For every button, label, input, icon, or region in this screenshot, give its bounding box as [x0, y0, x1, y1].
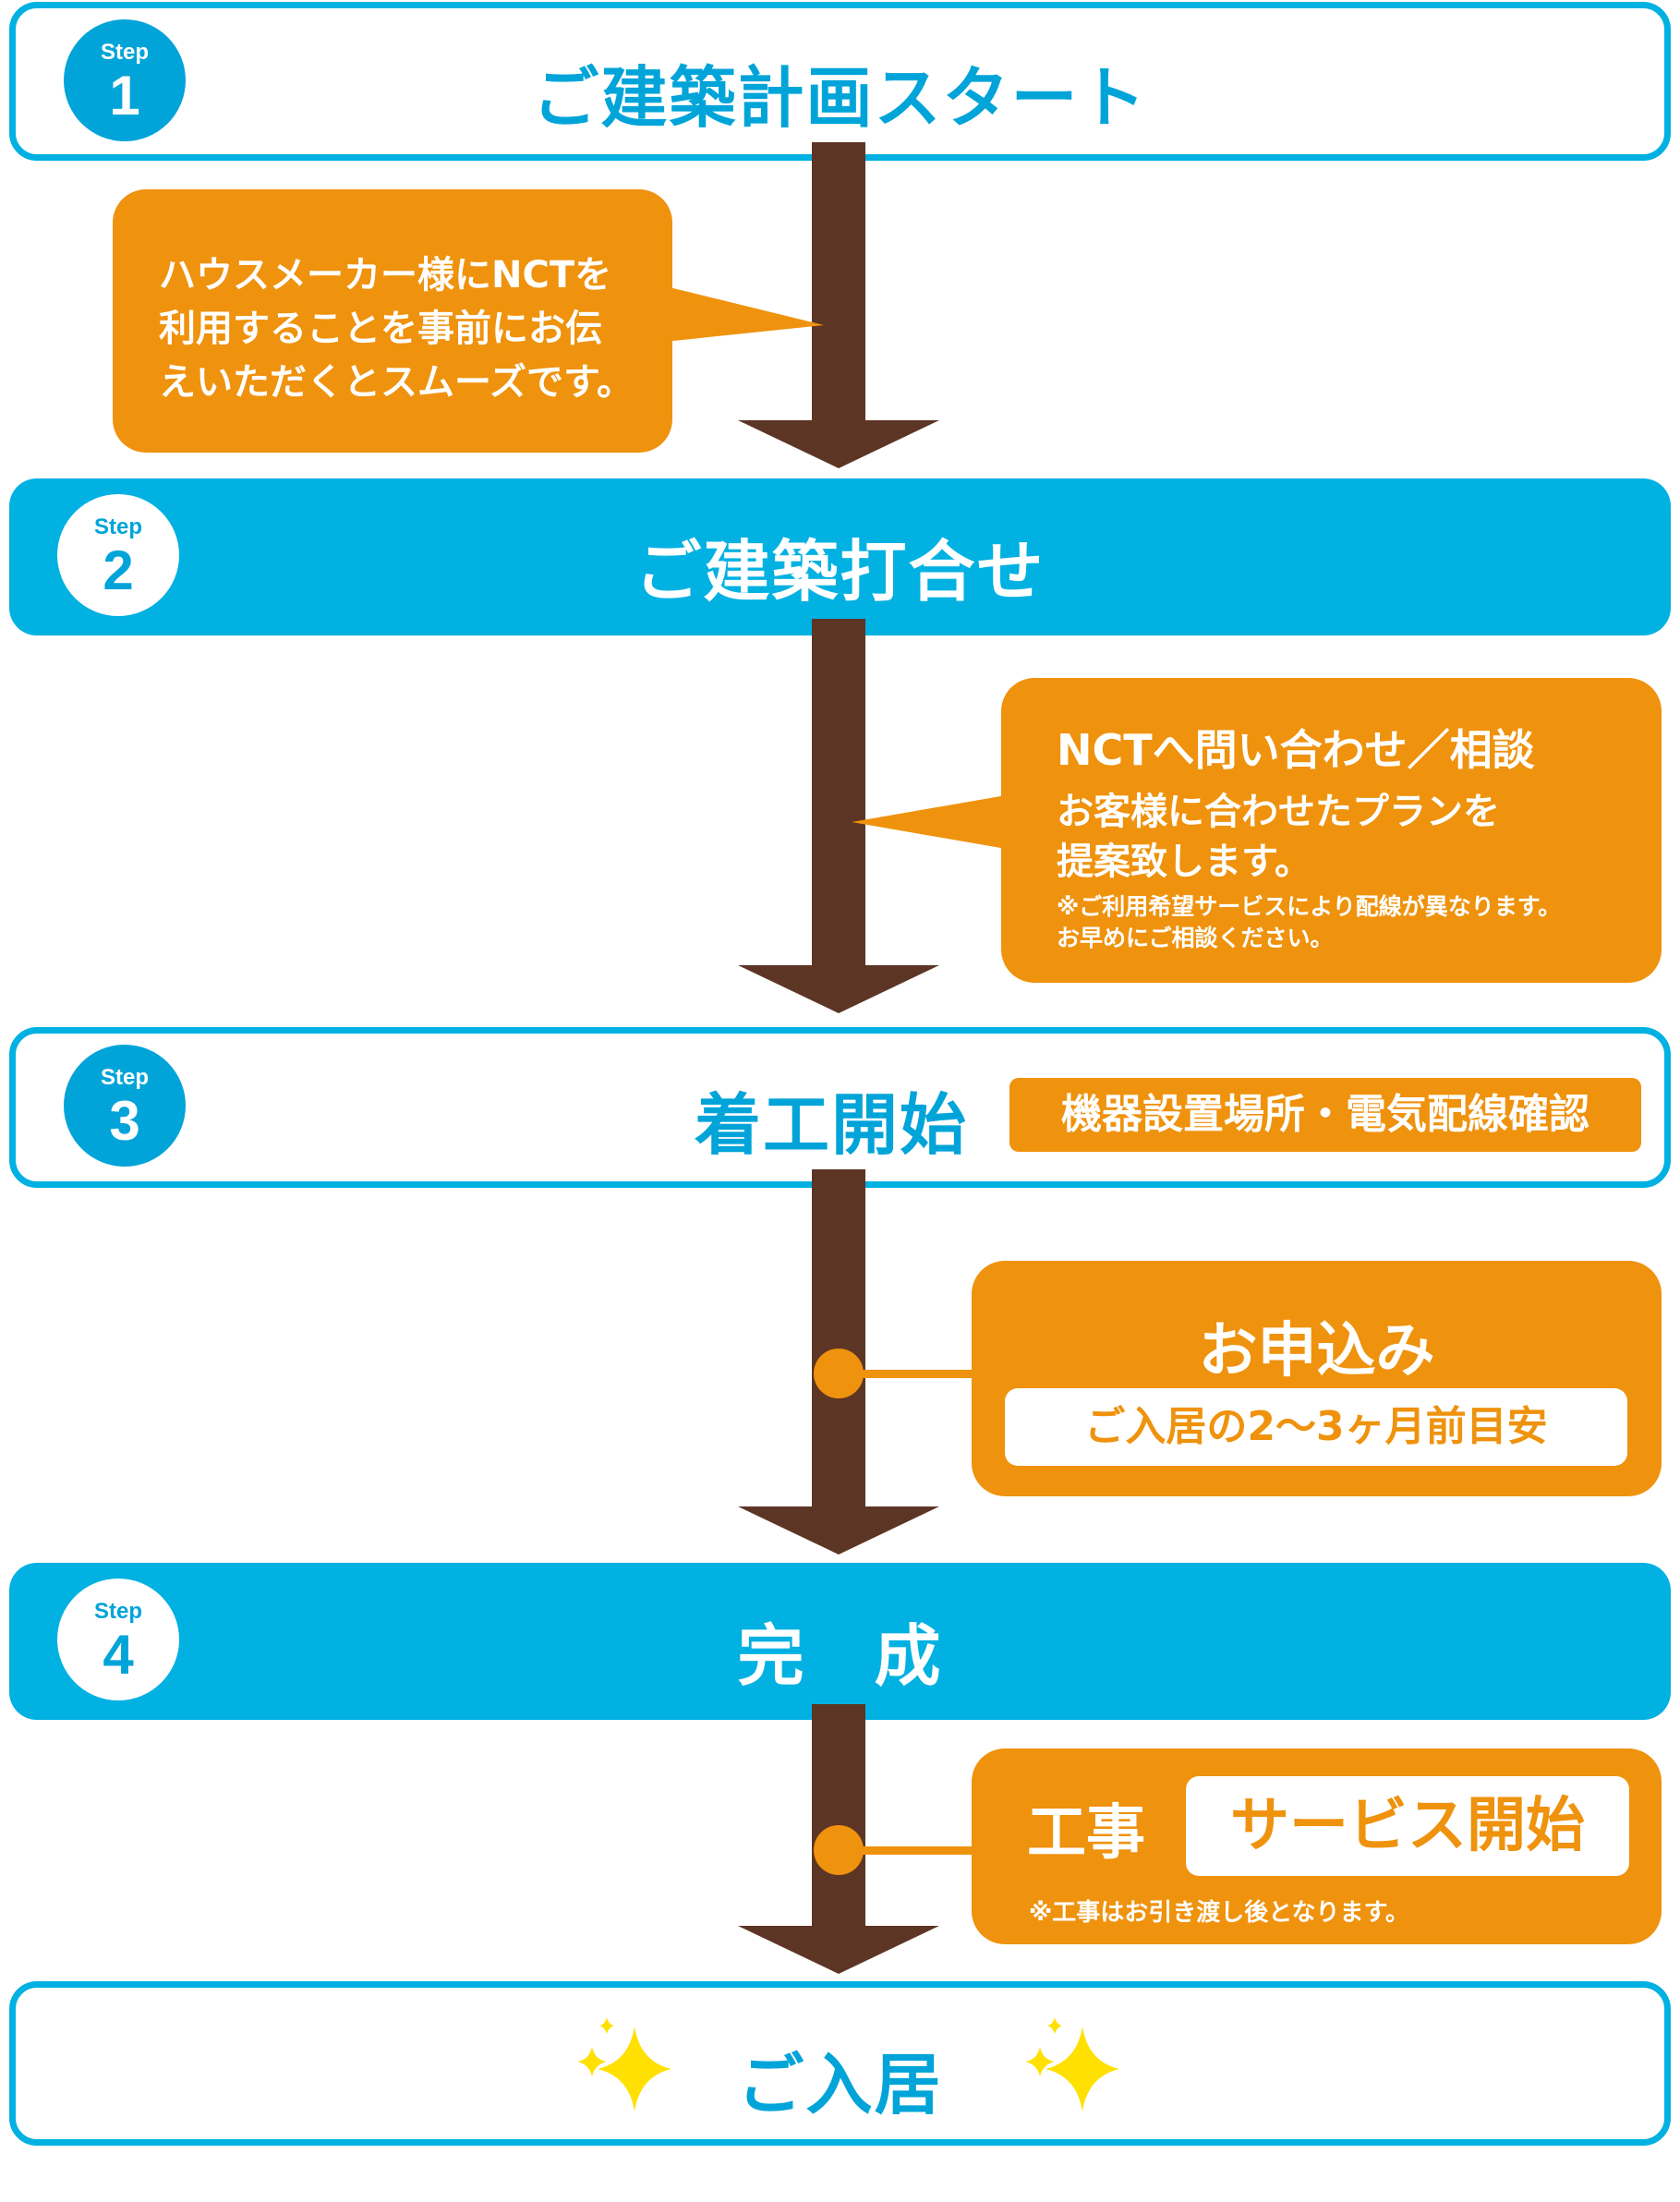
arrow-shaft — [812, 142, 865, 425]
note2-line: 提案致します。 — [1057, 841, 1311, 883]
step1-box: Step 1 ご建築計画スタート — [9, 2, 1671, 161]
service-prefix: 工事 — [1027, 1799, 1145, 1868]
note1-line: 利用することを事前にお伝 — [159, 308, 602, 350]
arrow-shaft — [812, 1169, 865, 1511]
step-label: Step — [93, 1599, 142, 1624]
note1-line: ハウスメーカー様にNCTを — [159, 254, 612, 296]
note1-callout: ハウスメーカー様にNCTを 利用することを事前にお伝 えいただくとスムーズです。 — [113, 189, 672, 453]
step4-badge: Step 4 — [57, 1579, 179, 1700]
callout-pointer — [647, 282, 824, 344]
step-label: Step — [100, 1065, 149, 1090]
arrow-shaft — [812, 619, 865, 970]
step-number: 3 — [109, 1090, 140, 1152]
step-label: Step — [93, 514, 142, 539]
connector-line — [836, 1370, 984, 1378]
step4-title: 完 成 — [737, 1617, 943, 1695]
step3-tag: 機器設置場所・電気配線確認 — [1009, 1078, 1641, 1152]
connector-line — [836, 1846, 984, 1855]
step4-box: Step 4 完 成 — [9, 1563, 1671, 1720]
arrow-head — [738, 420, 939, 468]
sparkle-icon — [1025, 2017, 1119, 2111]
note2-callout: NCTへ問い合わせ／相談 お客様に合わせたプランを 提案致します。 ※ご利用希望… — [1001, 678, 1662, 983]
sparkle-icon — [577, 2017, 671, 2111]
application-callout: お申込み ご入居の2〜3ヶ月前目安 — [972, 1261, 1662, 1496]
arrow-head — [738, 965, 939, 1013]
step2-box: Step 2 ご建築打合せ — [9, 478, 1671, 635]
service-callout: 工事 サービス開始 ※工事はお引き渡し後となります。 — [972, 1748, 1662, 1944]
arrow-shaft — [812, 1704, 865, 1930]
arrow-head — [738, 1506, 939, 1555]
note2-line: お客様に合わせたプランを — [1057, 791, 1500, 833]
step3-box: Step 3 着工開始 機器設置場所・電気配線確認 — [9, 1027, 1671, 1188]
service-label: サービス開始 — [1186, 1776, 1629, 1876]
application-sub: ご入居の2〜3ヶ月前目安 — [1005, 1388, 1627, 1466]
step2-badge: Step 2 — [57, 494, 179, 616]
step3-badge: Step 3 — [64, 1045, 186, 1167]
note2-small-line: ※ご利用希望サービスにより配線が異なります。 — [1057, 893, 1562, 920]
service-note: ※工事はお引き渡し後となります。 — [1029, 1899, 1409, 1927]
step1-title: ご建築計画スタート — [532, 59, 1148, 137]
final-box: ご入居 — [9, 1981, 1671, 2146]
step-number: 4 — [103, 1624, 134, 1686]
step-number: 1 — [109, 65, 140, 127]
step1-badge: Step 1 — [64, 19, 186, 141]
callout-pointer — [852, 794, 1011, 850]
step3-title: 着工開始 — [695, 1086, 969, 1164]
step2-title: ご建築打合せ — [635, 533, 1045, 611]
note1-line: えいただくとスムーズです。 — [159, 361, 634, 404]
note2-small-line: お早めにご相談ください。 — [1057, 925, 1334, 951]
note2-heading: NCTへ問い合わせ／相談 — [1057, 725, 1535, 775]
arrow-head — [738, 1926, 939, 1974]
application-title: お申込み — [1198, 1317, 1435, 1385]
step-label: Step — [100, 40, 149, 65]
step-number: 2 — [103, 539, 134, 601]
final-title: ご入居 — [737, 2046, 943, 2123]
